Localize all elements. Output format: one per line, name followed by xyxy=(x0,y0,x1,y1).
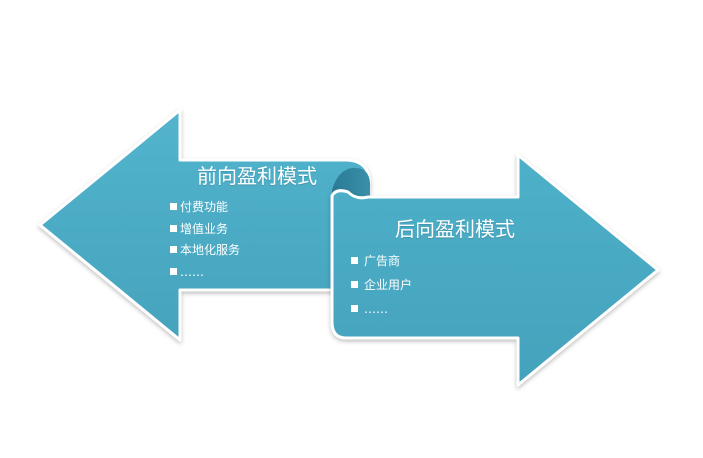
list-item: 付费功能 xyxy=(170,197,240,219)
backward-profit-title: 后向盈利模式 xyxy=(395,217,515,241)
forward-profit-title: 前向盈利模式 xyxy=(197,164,317,188)
square-bullet-icon xyxy=(351,281,358,288)
list-item: …… xyxy=(170,262,240,284)
list-item: …… xyxy=(351,297,412,321)
square-bullet-icon xyxy=(351,257,358,264)
right-arrow-shape xyxy=(330,153,660,387)
forward-profit-list: 付费功能 增值业务 本地化服务 …… xyxy=(170,197,240,283)
list-item: 广告商 xyxy=(351,249,412,273)
square-bullet-icon xyxy=(351,305,358,312)
square-bullet-icon xyxy=(170,246,177,253)
square-bullet-icon xyxy=(170,203,177,210)
square-bullet-icon xyxy=(170,224,177,232)
list-item: 企业用户 xyxy=(351,273,412,297)
list-item: 增值业务 xyxy=(170,219,240,241)
square-bullet-icon xyxy=(170,267,177,275)
list-item: 本地化服务 xyxy=(170,240,240,262)
backward-profit-list: 广告商 企业用户 …… xyxy=(351,249,412,321)
